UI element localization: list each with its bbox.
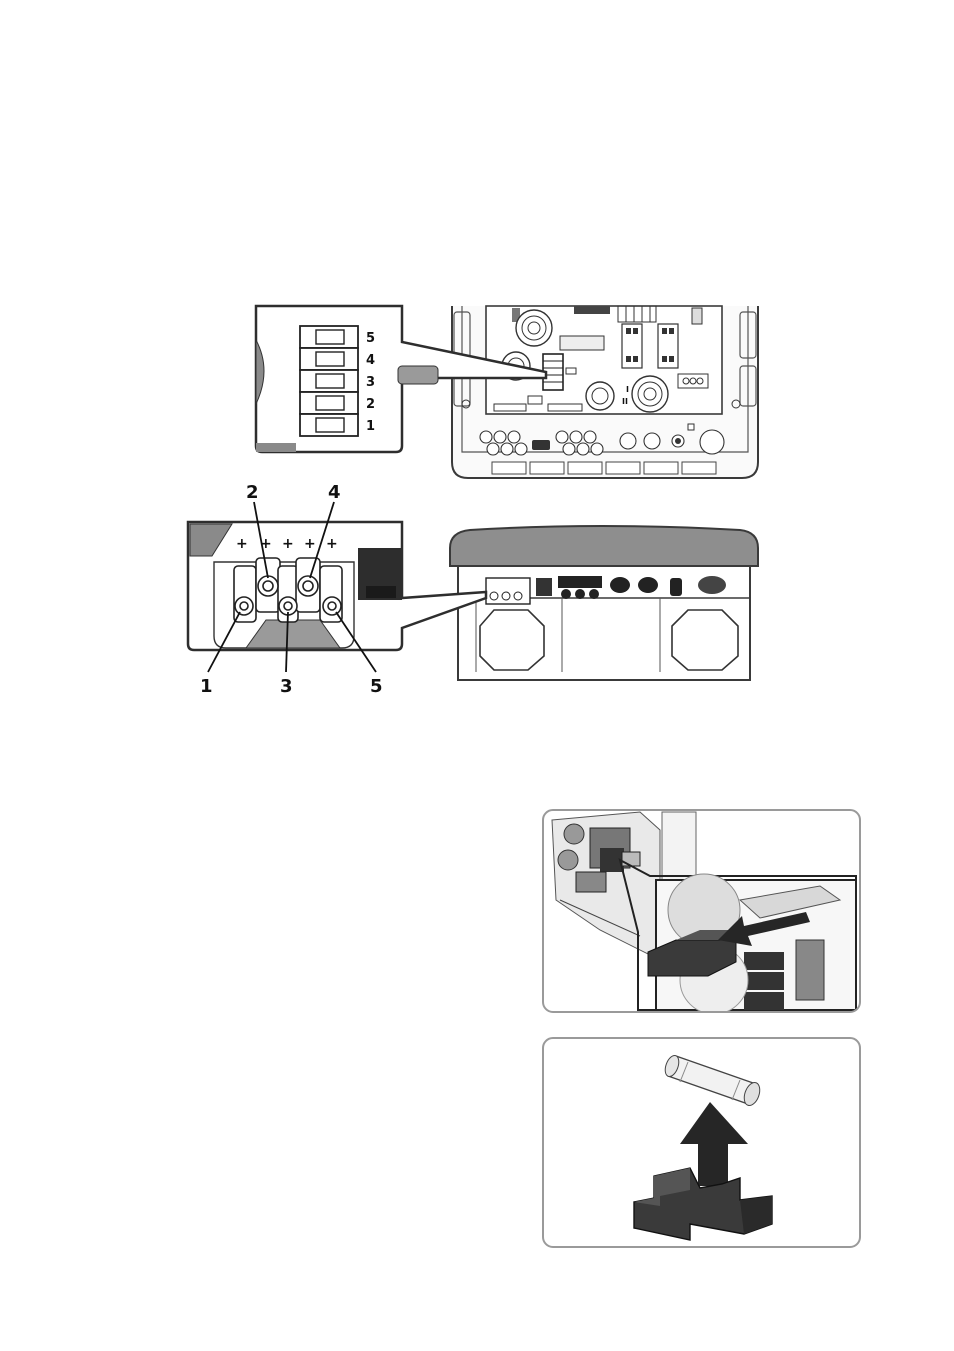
fuse-slot-label: 4 xyxy=(366,353,375,368)
callout-label-2: 2 xyxy=(246,482,259,503)
polarity-mark: + xyxy=(326,536,338,552)
dc-connector xyxy=(536,578,552,596)
cable-gland-row xyxy=(479,429,725,456)
polarity-mark: + xyxy=(304,536,316,552)
zoom-connector xyxy=(397,365,439,385)
leader-line-1 xyxy=(207,611,241,673)
lift-direction-arrow xyxy=(680,1102,748,1186)
polarity-mark: + xyxy=(282,536,294,552)
svg-text:I: I xyxy=(626,385,629,394)
vent-right xyxy=(671,609,739,671)
terminal-zoom-callout: + + + + + 2 4 1 xyxy=(186,482,488,697)
cartridge-fuse xyxy=(664,1054,761,1107)
housing-lid xyxy=(449,525,759,567)
pull-direction-arrow xyxy=(718,912,810,946)
board-connector xyxy=(574,306,610,314)
leader-line-3 xyxy=(285,611,289,673)
callout-label-1: 1 xyxy=(200,676,213,697)
callout-label-3: 3 xyxy=(280,676,293,697)
fuse-slot-label: 5 xyxy=(366,331,375,346)
polarity-mark: + xyxy=(236,536,248,552)
fuse-slot-label: 3 xyxy=(366,375,375,390)
inverter-bottom-view-figure xyxy=(449,525,759,681)
leader-line-4 xyxy=(309,501,335,579)
empty-fuse-holder xyxy=(633,1167,773,1241)
leader-line-2 xyxy=(253,501,269,579)
callout-label-5: 5 xyxy=(370,676,383,697)
polarity-mark: + xyxy=(260,536,272,552)
leader-line-5 xyxy=(335,611,377,673)
fuse-holder-removal-panel xyxy=(542,809,861,1013)
callout-label-4: 4 xyxy=(328,482,341,503)
relay xyxy=(657,323,679,369)
capacitor xyxy=(585,381,615,411)
inverter-interior-figure: I II xyxy=(451,305,759,479)
terminal-strip xyxy=(677,373,709,389)
fuse-slot-label: 1 xyxy=(366,419,375,434)
capacitor xyxy=(515,309,553,347)
svg-text:II: II xyxy=(622,397,628,406)
relay xyxy=(621,323,643,369)
fuse-slot-zoom-callout: 5 4 3 2 1 xyxy=(254,304,548,454)
vent-left xyxy=(479,609,545,671)
fuse-removal-panel xyxy=(542,1037,861,1248)
fuse-slot-label: 2 xyxy=(366,397,375,412)
capacitor xyxy=(631,375,669,413)
